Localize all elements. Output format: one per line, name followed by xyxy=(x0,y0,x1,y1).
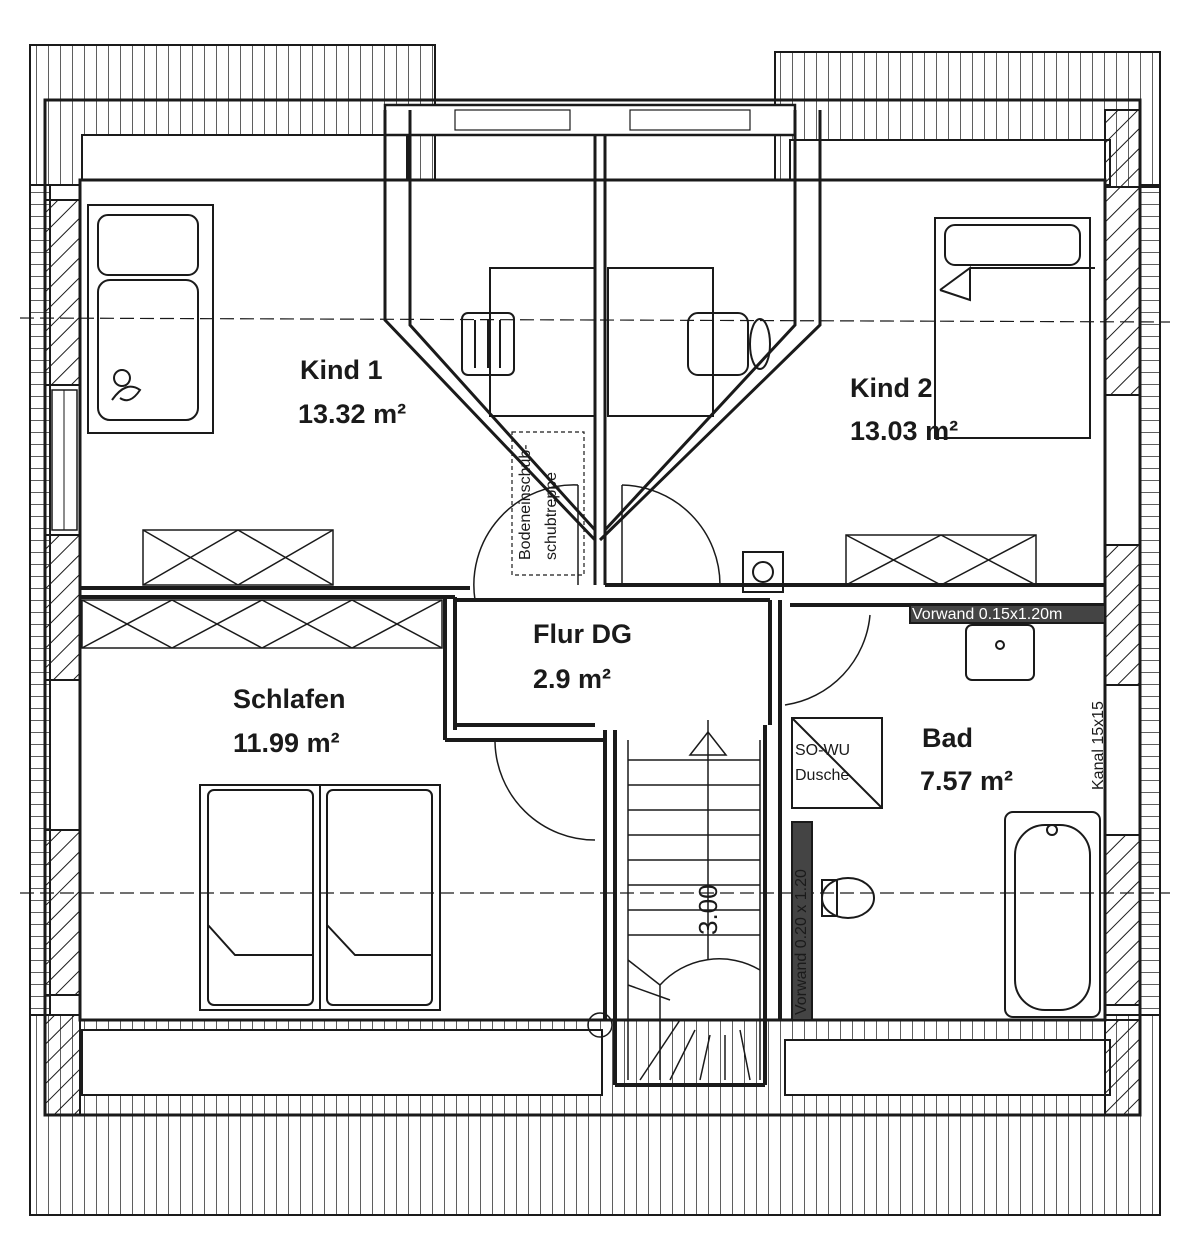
bathroom-fixtures xyxy=(791,604,1106,1021)
desk-kind2 xyxy=(607,267,771,417)
room-name-schlafen: Schlafen xyxy=(233,684,346,714)
bed-kind2 xyxy=(934,217,1095,439)
room-name-flur: Flur DG xyxy=(533,619,632,649)
attic-hatch xyxy=(511,431,585,576)
room-area-kind1: 13.32 m² xyxy=(298,399,406,429)
annotations: Bodeneinschub- schubtreppe SO-WU Dusche … xyxy=(517,444,1107,1015)
staircase xyxy=(587,720,761,1081)
hatch-label-1: Bodeneinschub- xyxy=(517,444,534,560)
room-labels: Kind 1 13.32 m² Kind 2 13.03 m² Flur DG … xyxy=(233,355,1013,796)
double-bed xyxy=(199,784,441,1011)
dormer-walls xyxy=(383,110,822,585)
room-area-bad: 7.57 m² xyxy=(920,766,1013,796)
stair-dimension: 3.00 xyxy=(693,884,723,935)
shaft xyxy=(742,551,784,593)
room-area-schlafen: 11.99 m² xyxy=(233,728,340,758)
desk-kind1 xyxy=(461,267,596,417)
bathtub-kind1 xyxy=(87,204,214,434)
door-swings xyxy=(473,484,871,841)
room-name-bad: Bad xyxy=(922,723,973,753)
shower-label-1: SO-WU xyxy=(795,742,850,759)
room-area-flur: 2.9 m² xyxy=(533,664,611,694)
room-area-kind2: 13.03 m² xyxy=(850,416,958,446)
hatch-label-2: schubtreppe xyxy=(543,472,560,560)
slope-lines xyxy=(19,317,1171,894)
room-name-kind2: Kind 2 xyxy=(850,373,933,403)
wardrobes xyxy=(81,529,1037,649)
shower-label-2: Dusche xyxy=(795,767,849,784)
kanal-label: Kanal 15x15 xyxy=(1090,701,1107,790)
vorwand-top-label: Vorwand 0.15x1.20m xyxy=(912,606,1062,623)
room-name-kind1: Kind 1 xyxy=(300,355,383,385)
vorwand-side-label: Vorwand 0.20 x 1.20 xyxy=(793,869,810,1015)
